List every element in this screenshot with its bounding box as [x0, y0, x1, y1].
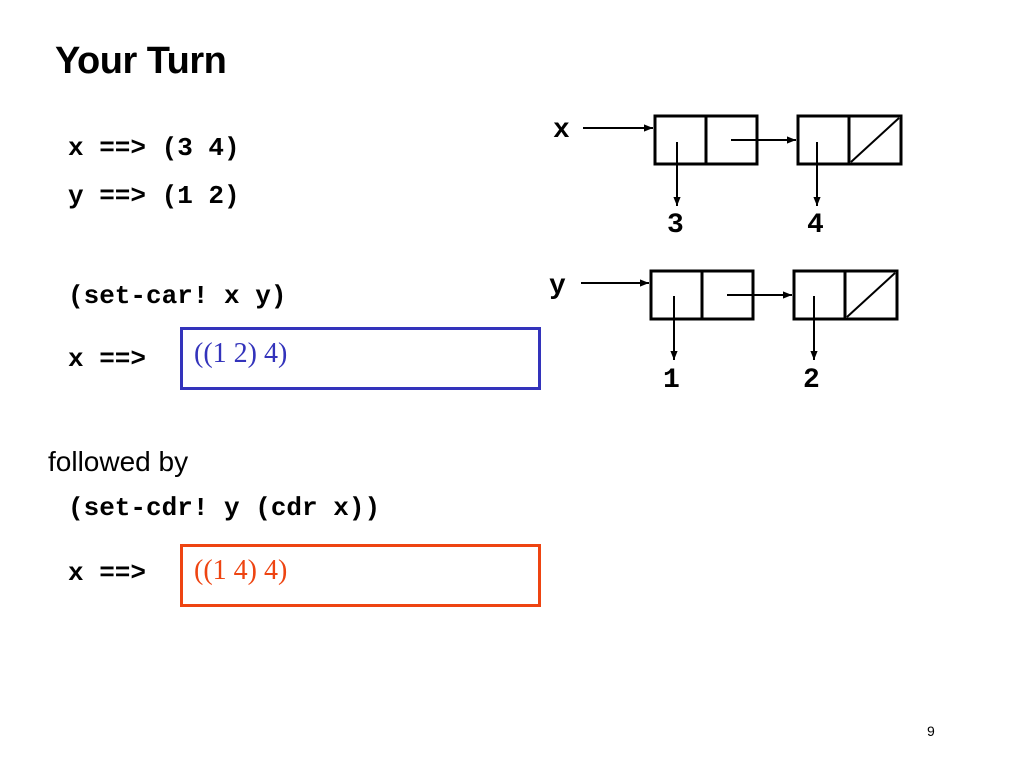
x-nil-slash — [850, 117, 900, 163]
code-line-x: x ==> (3 4) — [68, 133, 240, 163]
prompt-x-2: x ==> — [68, 558, 147, 588]
answer-text-2: ((1 4) 4) — [194, 555, 288, 586]
code-set-cdr: (set-cdr! y (cdr x)) — [68, 493, 381, 523]
answer-box-1: ((1 2) 4) — [180, 327, 541, 390]
y-value-1: 1 — [663, 365, 680, 396]
y-var-label: y — [549, 271, 566, 302]
x-value-3: 3 — [667, 210, 684, 241]
answer-text-1: ((1 2) 4) — [194, 338, 288, 369]
code-set-car: (set-car! x y) — [68, 281, 287, 311]
page-number: 9 — [927, 723, 935, 739]
followed-by-text: followed by — [48, 446, 189, 477]
slide-title: Your Turn — [55, 40, 227, 82]
x-var-label: x — [553, 115, 570, 146]
answer-box-2: ((1 4) 4) — [180, 544, 541, 607]
prompt-x-1: x ==> — [68, 344, 147, 374]
code-line-y: y ==> (1 2) — [68, 181, 240, 211]
y-value-2: 2 — [803, 365, 820, 396]
x-value-4: 4 — [807, 210, 824, 241]
y-nil-slash — [846, 272, 896, 318]
